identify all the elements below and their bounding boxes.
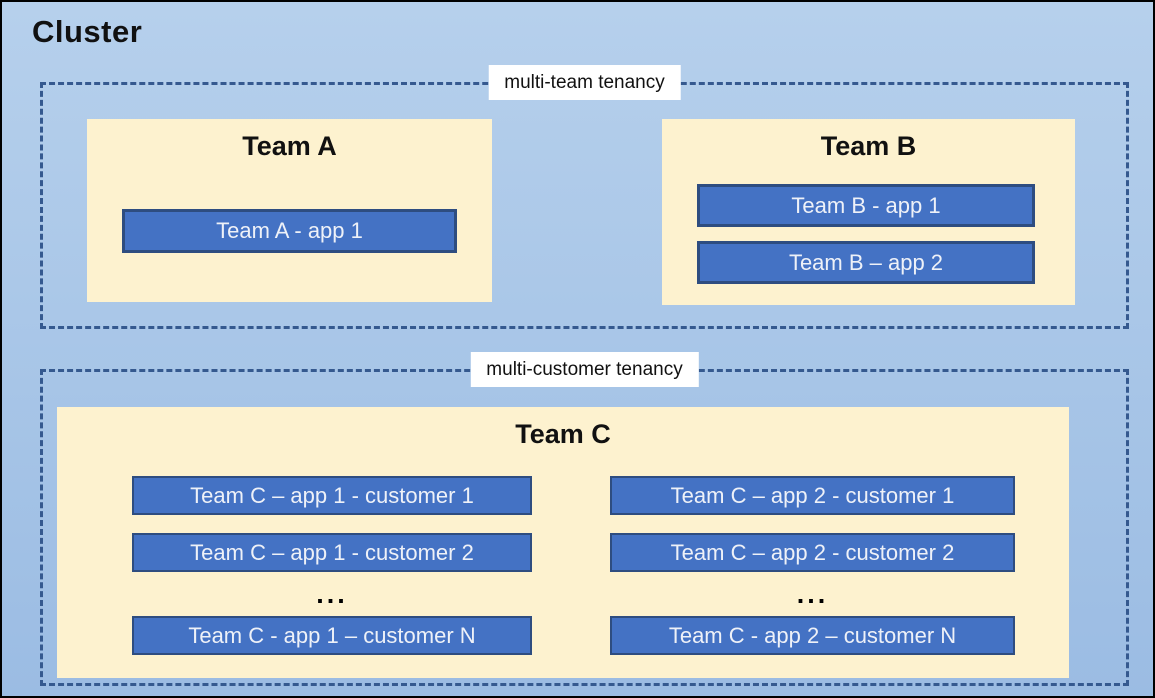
team-a-title: Team A (242, 131, 337, 161)
team-b-app-2-box: Team B – app 2 (697, 241, 1035, 284)
multi-team-tenancy-section: multi-team tenancy Team A Team A - app 1… (40, 65, 1129, 329)
team-c-app1-customer1-box: Team C – app 1 - customer 1 (132, 476, 532, 515)
team-c-app1-ellipsis: ... (316, 578, 348, 609)
team-a-app-1-box: Team A - app 1 (122, 209, 457, 253)
multi-customer-tenancy-section: multi-customer tenancy Team C Team C – a… (40, 352, 1129, 686)
cluster-title: Cluster (32, 14, 143, 49)
team-b-title: Team B (820, 131, 917, 161)
multi-team-tenancy-label: multi-team tenancy (488, 65, 681, 100)
team-c-box: Team C Team C – app 1 - customer 1 Team … (57, 407, 1069, 678)
team-c-app1-customerN-box: Team C - app 1 – customer N (132, 616, 532, 655)
team-c-app2-customerN-box: Team C - app 2 – customer N (610, 616, 1015, 655)
team-c-title: Team C (515, 419, 611, 449)
team-b-app-1-box: Team B - app 1 (697, 184, 1035, 227)
multi-customer-tenancy-label: multi-customer tenancy (470, 352, 699, 387)
team-a-box: Team A Team A - app 1 (87, 119, 492, 302)
team-c-app2-customer1-box: Team C – app 2 - customer 1 (610, 476, 1015, 515)
team-b-box: Team B Team B - app 1 Team B – app 2 (662, 119, 1075, 305)
team-c-app2-ellipsis: ... (796, 578, 829, 609)
team-c-app1-customer2-box: Team C – app 1 - customer 2 (132, 533, 532, 572)
team-c-app2-customer2-box: Team C – app 2 - customer 2 (610, 533, 1015, 572)
